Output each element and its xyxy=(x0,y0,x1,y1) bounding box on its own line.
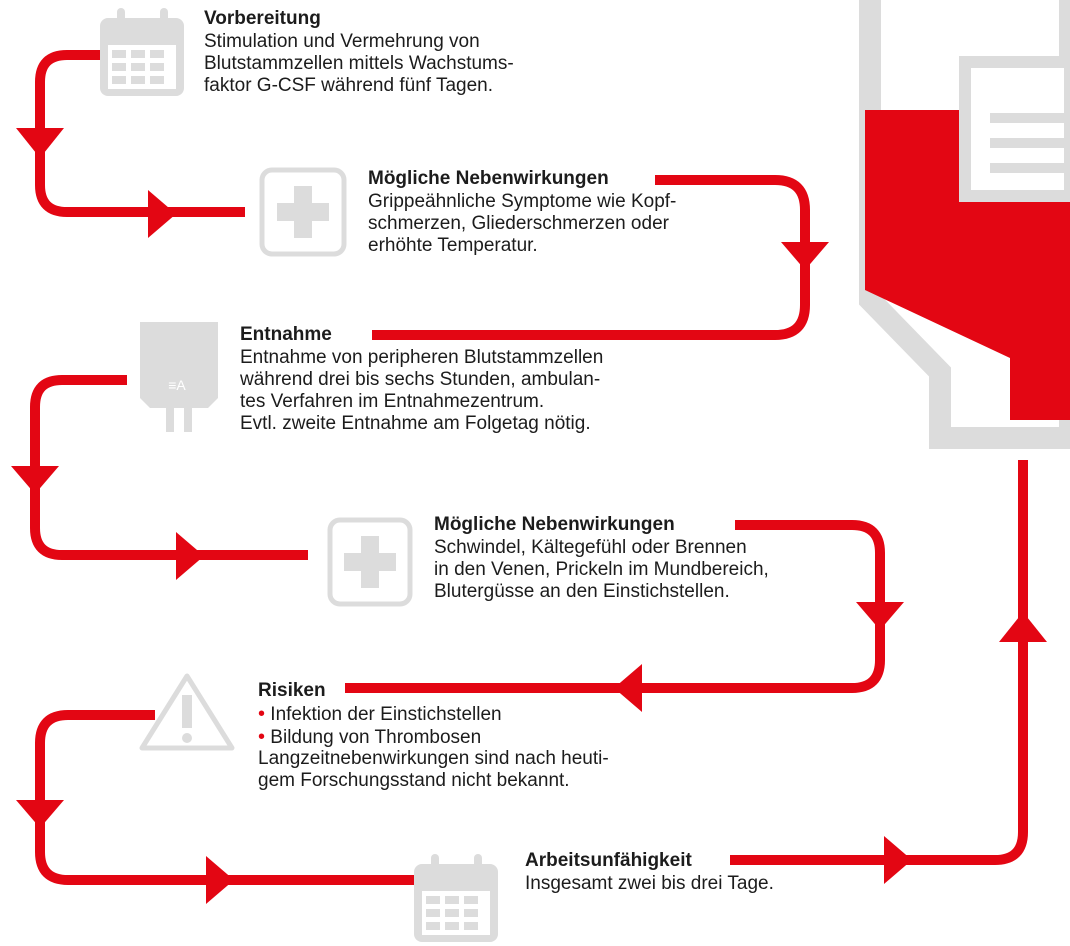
bullet-icon: • xyxy=(258,726,266,748)
step-risiken: Risiken • Infektion der Einstichstellen … xyxy=(258,680,502,749)
step-text-line: Insgesamt zwei bis drei Tage. xyxy=(525,873,774,894)
step-title: Entnahme xyxy=(240,324,332,345)
arrow-down xyxy=(781,242,829,270)
risk-bullet-text: Bildung von Thrombosen xyxy=(270,727,482,748)
step-arbeitsunfaehigkeit: Arbeitsunfähigkeit Insgesamt zwei bis dr… xyxy=(525,850,774,895)
step-text-line: erhöhte Temperatur. xyxy=(368,235,538,256)
arrow-right xyxy=(884,836,912,884)
calendar-icon xyxy=(100,8,184,96)
blood-bag-label: ≡A xyxy=(168,377,186,393)
arrow-down xyxy=(11,466,59,494)
step-text-line: tes Verfahren im Entnahmezentrum. xyxy=(240,391,545,412)
step-title: Risiken xyxy=(258,680,326,701)
blood-bag-icon xyxy=(859,0,1070,449)
arrow-down xyxy=(856,602,904,630)
arrow-right xyxy=(148,190,176,238)
step-title: Arbeitsunfähigkeit xyxy=(525,850,692,871)
step-title: Mögliche Nebenwirkungen xyxy=(434,514,675,535)
risk-bullet-item: • Infektion der Einstichstellen xyxy=(258,703,502,726)
step-text-line: Blutergüsse an den Einstichstellen. xyxy=(434,581,730,602)
step-entnahme: Entnahme Entnahme von peripheren Blutsta… xyxy=(240,324,603,435)
medical-cross-icon xyxy=(327,517,413,607)
step-text-line: Evtl. zweite Entnahme am Folgetag nötig. xyxy=(240,413,591,434)
step-text-line: in den Venen, Prickeln im Mundbereich, xyxy=(434,559,769,580)
arrow-right xyxy=(206,856,234,904)
step-nebenwirkungen-1: Mögliche Nebenwirkungen Grippeähnliche S… xyxy=(368,168,676,257)
arrow-down xyxy=(16,128,64,158)
risk-bullet-item: • Bildung von Thrombosen xyxy=(258,726,502,749)
flow-path-5 xyxy=(35,710,415,885)
step-text-line: Entnahme von peripheren Blutstammzellen xyxy=(240,347,604,368)
arrow-down xyxy=(16,800,64,828)
step-text-line: während drei bis sechs Stunden, ambulan- xyxy=(240,369,601,390)
arrow-right xyxy=(176,532,204,580)
arrow-up xyxy=(999,612,1047,642)
warning-icon xyxy=(139,673,235,751)
step-risiken-note: Langzeitnebenwirkungen sind nach heuti- … xyxy=(258,748,609,792)
blood-bag-icon: ≡A xyxy=(140,322,218,432)
step-vorbereitung: Vorbereitung Stimulation und Vermehrung … xyxy=(204,8,514,97)
step-nebenwirkungen-2: Mögliche Nebenwirkungen Schwindel, Kälte… xyxy=(434,514,769,603)
calendar-icon xyxy=(414,854,498,942)
flow-path-6 xyxy=(730,460,1028,865)
bullet-icon: • xyxy=(258,703,266,725)
step-text-line: Blutstammzellen mittels Wachstums- xyxy=(204,53,514,74)
risk-bullet-text: Infektion der Einstichstellen xyxy=(270,704,502,725)
step-text-line: Grippeähnliche Symptome wie Kopf- xyxy=(368,191,677,212)
step-text-line: Langzeitnebenwirkungen sind nach heuti- xyxy=(258,748,609,769)
step-title: Vorbereitung xyxy=(204,8,321,29)
step-text-line: Stimulation und Vermehrung von xyxy=(204,31,480,52)
step-text-line: Schwindel, Kältegefühl oder Brennen xyxy=(434,537,747,558)
step-text-line: faktor G-CSF während fünf Tagen. xyxy=(204,75,494,96)
step-text-line: gem Forschungsstand nicht bekannt. xyxy=(258,770,570,791)
medical-cross-icon xyxy=(259,167,347,257)
step-text-line: schmerzen, Gliederschmerzen oder xyxy=(368,213,669,234)
arrow-left xyxy=(614,664,642,712)
step-title: Mögliche Nebenwirkungen xyxy=(368,168,609,189)
